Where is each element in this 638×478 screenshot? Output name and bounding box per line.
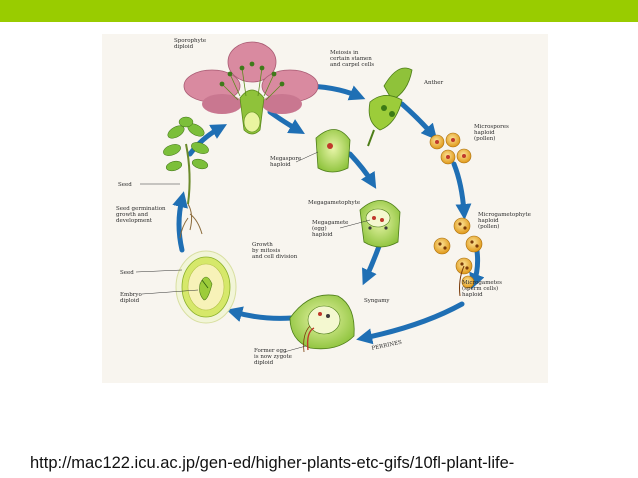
- label-seed-germination: Seed germination growth and development: [116, 206, 167, 224]
- microgametophyte-illustration: [433, 217, 483, 255]
- flower-illustration: [183, 41, 319, 135]
- label-signature: PERRINES: [371, 340, 403, 352]
- label-microgametophyte: Microgametophyte haploid (pollen): [478, 212, 533, 230]
- label-megaspore: Megaspore haploid: [270, 156, 303, 168]
- label-megagamete: Megagamete (egg) haploid: [312, 220, 350, 238]
- microgametes-illustration: [455, 257, 475, 297]
- label-embryo: Embryo diploid: [120, 292, 144, 304]
- label-meiosis: Meiosis in certain stamen and carpel cel…: [330, 50, 374, 68]
- microspores-illustration: [429, 132, 472, 165]
- label-microspores: Microspores haploid (pollen): [474, 124, 511, 142]
- label-seed-bottom: Seed: [120, 270, 134, 276]
- label-syngamy: Syngamy: [364, 298, 390, 304]
- label-microgametes: Microgametes (sperm cells) haploid: [462, 280, 504, 298]
- label-sporophyte: Sporophyte diploid: [174, 38, 208, 50]
- label-megagametophyte: Megagametophyte: [308, 200, 360, 206]
- top-accent-bar: [0, 0, 638, 22]
- label-former-egg: Former egg is now zygote diploid: [254, 348, 294, 366]
- seed-embryo-illustration: [175, 250, 237, 324]
- plant-life-cycle-diagram: Sporophyte diploid Meiosis in certain st…: [102, 34, 548, 383]
- label-seed-left: Seed: [118, 182, 132, 188]
- label-pointer-lines: [135, 151, 371, 353]
- label-anther: Anther: [423, 80, 444, 86]
- source-url: http://mac122.icu.ac.jp/gen-ed/higher-pl…: [30, 454, 515, 472]
- megaspore-illustration: [315, 129, 351, 173]
- label-growth: Growth by mitosis and cell division: [252, 242, 298, 260]
- megagametophyte-illustration: [359, 200, 401, 248]
- seedling-illustration: [163, 116, 209, 239]
- anther-illustration: [367, 67, 413, 147]
- zygote-ovule-illustration: [289, 294, 355, 353]
